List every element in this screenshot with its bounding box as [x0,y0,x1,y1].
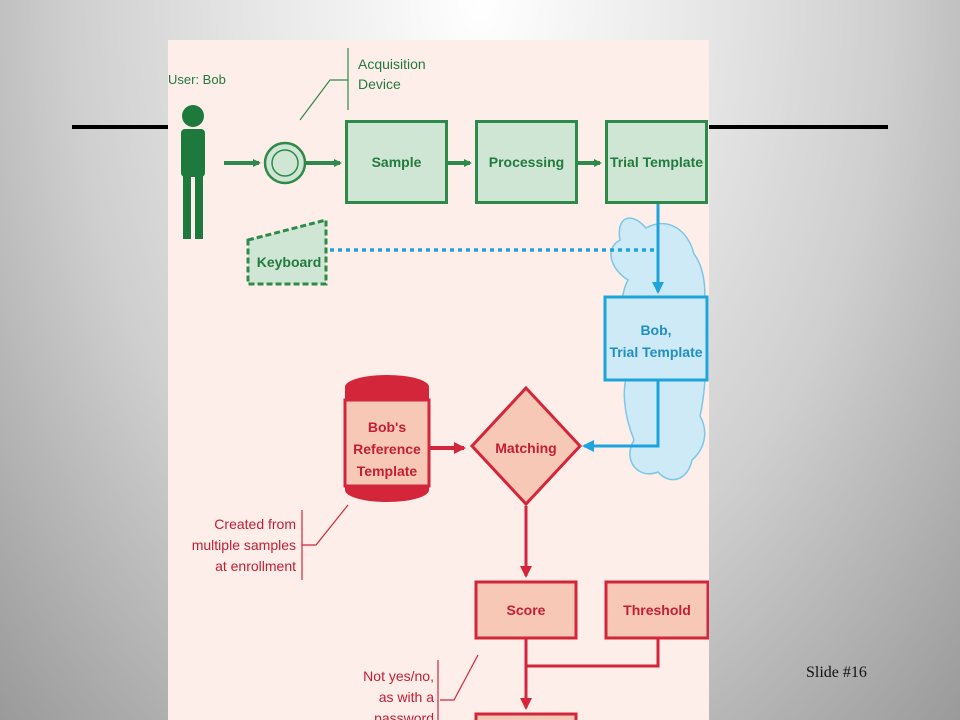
bob-trial-line-1: Bob, [640,322,672,338]
diagram-shapes [181,48,709,720]
threshold-to-decision-line [526,638,660,668]
bob-trial-line-2: Trial Template [609,344,703,360]
not-yes-no-line-3: password [374,710,434,720]
created-line-1: Created from [214,516,296,532]
acquisition-device-label: Acquisition Device [358,54,426,94]
arrow-bob-trial-to-matching [582,380,660,452]
acquisition-callout-line [299,79,348,121]
title-rule-left [72,125,172,129]
created-line-2: multiple samples [191,537,296,553]
user-figure-icon [181,105,205,239]
not-yes-no-line-2: as with a [378,689,434,705]
trial-template-box: Trial Template [605,120,708,204]
bob-trial-template-label: Bob, Trial Template [605,319,707,363]
reference-line-2: Reference [353,441,421,457]
matching-label: Matching [495,440,557,456]
not-yes-no-callout-line [440,654,479,701]
keyboard-label: Keyboard [256,254,322,270]
not-yes-no-label: Not yes/no, as with a password [338,666,434,720]
created-line-3: at enrollment [215,558,296,574]
biometric-verification-diagram: User: Bob Acquisition Device Sample Proc… [168,40,709,720]
bob-trial-template-box [603,295,709,382]
not-yes-no-line-1: Not yes/no, [363,668,434,684]
created-from-label: Created from multiple samples at enrollm… [188,514,296,577]
user-label: User: Bob [168,72,226,87]
score-label: Score [506,602,546,618]
acquisition-device-icon [263,141,307,185]
reference-template-database-icon [343,375,431,502]
reference-line-3: Template [356,463,418,479]
acquisition-line-1: Acquisition [358,56,426,72]
title-rule-right [706,125,888,129]
slide-number: Slide #16 [806,664,867,681]
bob-reference-template-label: Bob's Reference Template [345,416,429,482]
matching-diamond [469,385,583,507]
decision-box [474,712,578,720]
acquisition-line-2: Device [358,76,401,92]
reference-line-1: Bob's [367,419,407,435]
created-from-callout-line [302,504,349,546]
threshold-box [604,580,709,640]
processing-box: Processing [475,120,578,204]
sample-box: Sample [345,120,448,204]
keyboard-icon [246,218,328,286]
threshold-label: Threshold [623,602,691,618]
